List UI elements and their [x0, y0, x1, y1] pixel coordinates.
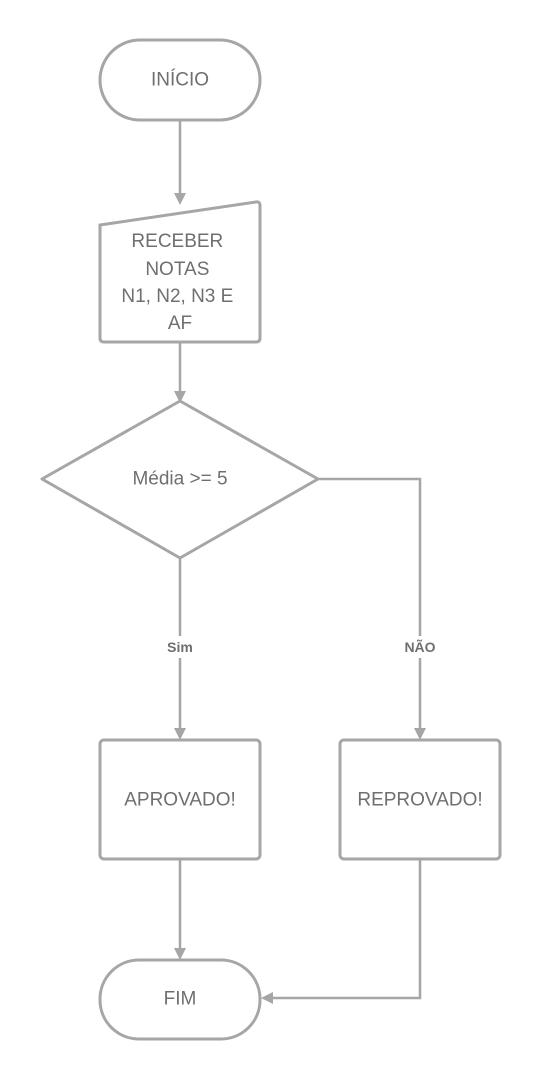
decision-label: Média >= 5 — [132, 469, 227, 490]
connector-decision-to-failed — [318, 477, 422, 729]
start-label: INÍCIO — [151, 70, 209, 91]
edge-label-yes-text: Sim — [167, 639, 193, 655]
edge-label-no: NÃO — [394, 636, 446, 658]
connector-failed-to-end — [272, 859, 422, 1000]
input-label: RECEBER NOTAS N1, N2, N3 E AF — [121, 231, 238, 334]
arrowhead-decision — [174, 391, 186, 403]
arrowhead-end-right — [261, 992, 273, 1004]
arrowhead-failed — [414, 728, 426, 740]
input-node: RECEBER NOTAS N1, N2, N3 E AF — [98, 200, 262, 344]
approved-node: APROVADO! — [98, 738, 262, 861]
start-terminal: INÍCIO — [98, 38, 262, 122]
arrowhead-input — [174, 193, 186, 205]
arrowhead-approved — [174, 728, 186, 740]
input-label-line-2: NOTAS — [145, 259, 209, 280]
end-terminal: FIM — [98, 958, 262, 1041]
arrowhead-end-top — [174, 948, 186, 960]
approved-label: APROVADO! — [124, 790, 236, 811]
end-label: FIM — [164, 989, 197, 1010]
input-label-line-1: RECEBER — [131, 231, 223, 252]
failed-label: REPROVADO! — [357, 790, 482, 811]
input-label-line-4: AF — [168, 313, 192, 334]
failed-node: REPROVADO! — [338, 738, 502, 861]
edge-label-no-text: NÃO — [404, 638, 435, 655]
edge-label-yes: Sim — [158, 636, 202, 658]
input-label-line-3: N1, N2, N3 E — [121, 286, 233, 307]
decision-node: Média >= 5 — [40, 399, 320, 560]
